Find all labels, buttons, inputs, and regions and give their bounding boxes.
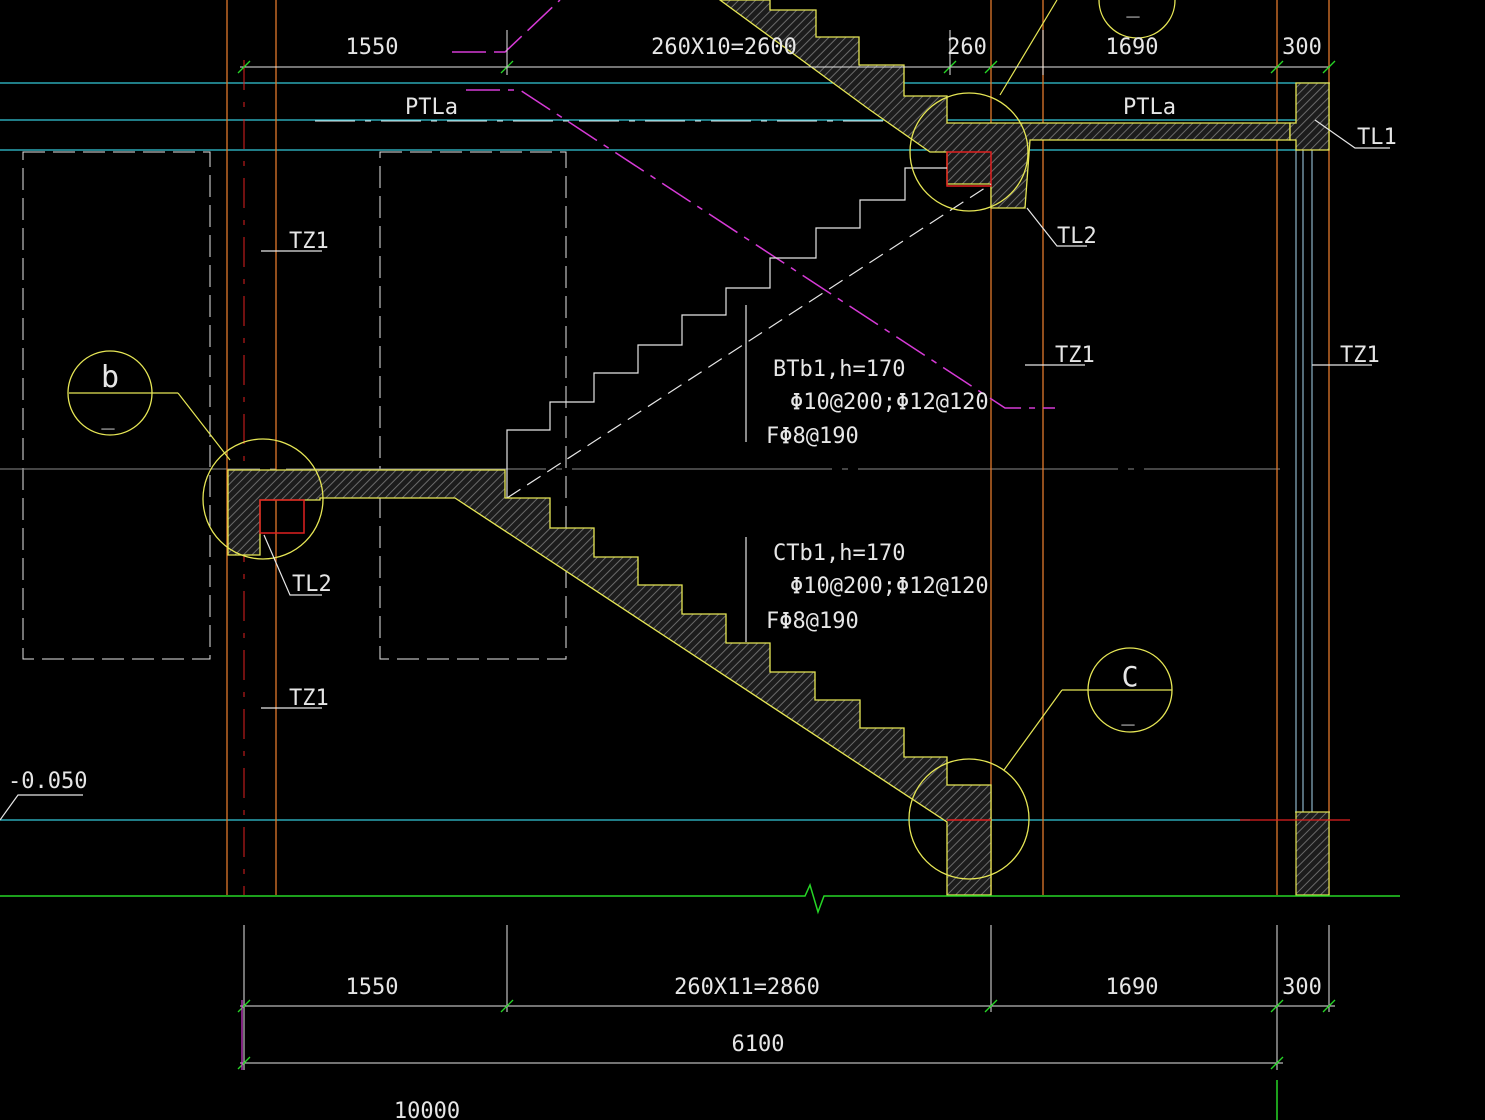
- magenta-top-line: [452, 0, 561, 53]
- dim-bottom-2: 260X11=2860: [674, 975, 820, 1000]
- dim-bottom-3: 1690: [1106, 975, 1159, 1000]
- callout-leaders: [69, 0, 1172, 771]
- callout-c-sub: _: [1121, 701, 1135, 726]
- upper-flight-steps: [506, 167, 947, 498]
- callout-b-letter: b: [101, 360, 119, 395]
- upper-slab-dist: FΦ8@190: [766, 424, 859, 449]
- tl2-upper-rebar: [946, 151, 992, 187]
- upper-slab-name: BTb1,h=170: [773, 357, 905, 382]
- dim-total: 6100: [732, 1032, 785, 1057]
- callout-c-letter: C: [1122, 660, 1139, 693]
- dim-top-2: 260X10=2600: [651, 35, 797, 60]
- dim-top-4: 1690: [1106, 35, 1159, 60]
- label-level: -0.050: [8, 769, 87, 794]
- lower-slab-name: CTb1,h=170: [773, 541, 905, 566]
- label-ptla-left: PTLa: [405, 95, 458, 120]
- upper-flight-soffit: [506, 183, 992, 499]
- lower-slab-dist: FΦ8@190: [766, 609, 859, 634]
- label-tl2-upper: TL2: [1057, 224, 1097, 249]
- magenta-section-line: [466, 89, 1055, 409]
- ground-line: [0, 882, 1400, 915]
- tl1-beam: [1289, 82, 1330, 151]
- dim-overall: 10000: [394, 1099, 460, 1120]
- label-tz1-c: TZ1: [1055, 343, 1095, 368]
- label-tz1-b: TZ1: [289, 686, 329, 711]
- dim-top-5: 300: [1282, 35, 1322, 60]
- dim-top-3: 260: [947, 35, 987, 60]
- dim-bottom-ticks: [237, 999, 1336, 1070]
- dim-bottom: [240, 925, 1335, 1070]
- tl2-lower-rebar: [259, 499, 305, 534]
- upper-slab-rebar: Φ10@200;Φ12@120: [790, 390, 989, 415]
- label-tz1-d: TZ1: [1340, 343, 1380, 368]
- label-tl2-lower: TL2: [292, 572, 332, 597]
- cyan-grid-lines: [0, 82, 1330, 821]
- label-tl1: TL1: [1357, 125, 1397, 150]
- dashed-openings: [22, 151, 567, 660]
- label-leaders: [0, 119, 1390, 821]
- upper-flight-cut: [718, 0, 1291, 209]
- dim-bottom-4: 300: [1282, 975, 1322, 1000]
- window-lines: [1295, 150, 1330, 813]
- callout-top-sub: _: [1126, 0, 1140, 18]
- dim-top-ext: [506, 30, 1044, 75]
- label-tz1-a: TZ1: [289, 229, 329, 254]
- label-ptla-right: PTLa: [1123, 95, 1176, 120]
- right-wall-base: [1295, 811, 1330, 896]
- dim-bottom-1: 1550: [346, 975, 399, 1000]
- lower-slab-rebar: Φ10@200;Φ12@120: [790, 574, 989, 599]
- callout-b-sub: _: [101, 405, 115, 430]
- lower-flight-cut: [227, 469, 992, 896]
- dim-top-1: 1550: [346, 35, 399, 60]
